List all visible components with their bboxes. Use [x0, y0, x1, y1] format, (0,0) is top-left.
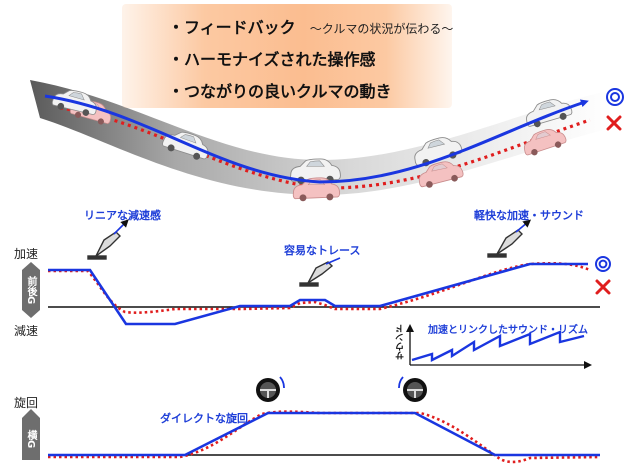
lateral-red-line	[48, 410, 601, 464]
label-easy-trace: 容易なトレース	[284, 244, 361, 257]
feature-feedback: ・フィードバック～クルマの状況が伝わる～	[168, 18, 454, 37]
accel-axis-name: 前後G	[25, 275, 36, 305]
lateral-axis-name: 横G	[25, 429, 36, 449]
steering-wheel-icon	[256, 376, 285, 402]
label-linear-decel: リニアな減速感	[84, 209, 161, 222]
feature-connected: ・つながりの良いクルマの動き	[168, 82, 392, 101]
brake-pedal-icon	[87, 219, 129, 260]
sound-rhythm-line	[411, 330, 585, 362]
good-trajectory	[44, 94, 589, 184]
bad-mark-icon	[606, 115, 622, 131]
accel-axis-bottom: 減速	[14, 324, 39, 338]
good-mark-icon	[610, 92, 620, 102]
feature-harmonized: ・ハーモナイズされた操作感	[168, 50, 376, 69]
road	[30, 80, 612, 195]
bad-mark-icon	[595, 279, 611, 295]
steering-wheel-icon	[398, 376, 427, 402]
label-light-accel: 軽快な加速・サウンド	[474, 209, 584, 222]
accelerator-pedal-icon	[487, 219, 532, 258]
feature-banner: ・フィードバック～クルマの状況が伝わる～ ・ハーモナイズされた操作感 ・つながり…	[122, 4, 454, 108]
steering-wheel-icon	[299, 257, 341, 287]
lateral-axis-top: 旋回	[14, 396, 39, 410]
good-mark-icon	[595, 256, 611, 272]
feature-feedback-sub: ～クルマの状況が伝わる～	[309, 22, 454, 36]
lateral-axis-bar	[22, 418, 40, 460]
accel-axis-top: 加速	[14, 247, 39, 261]
sound-axis-name: サウンド	[396, 324, 406, 360]
label-direct-turn: ダイレクトな旋回	[160, 412, 248, 425]
good-mark-icon	[606, 88, 624, 106]
lateral-blue-line	[48, 411, 600, 457]
sound-caption: 加速とリンクしたサウンド・リズム	[428, 325, 588, 336]
accel-blue-line	[48, 262, 588, 326]
good-mark-icon	[598, 259, 608, 269]
accel-axis-bar	[22, 270, 40, 310]
